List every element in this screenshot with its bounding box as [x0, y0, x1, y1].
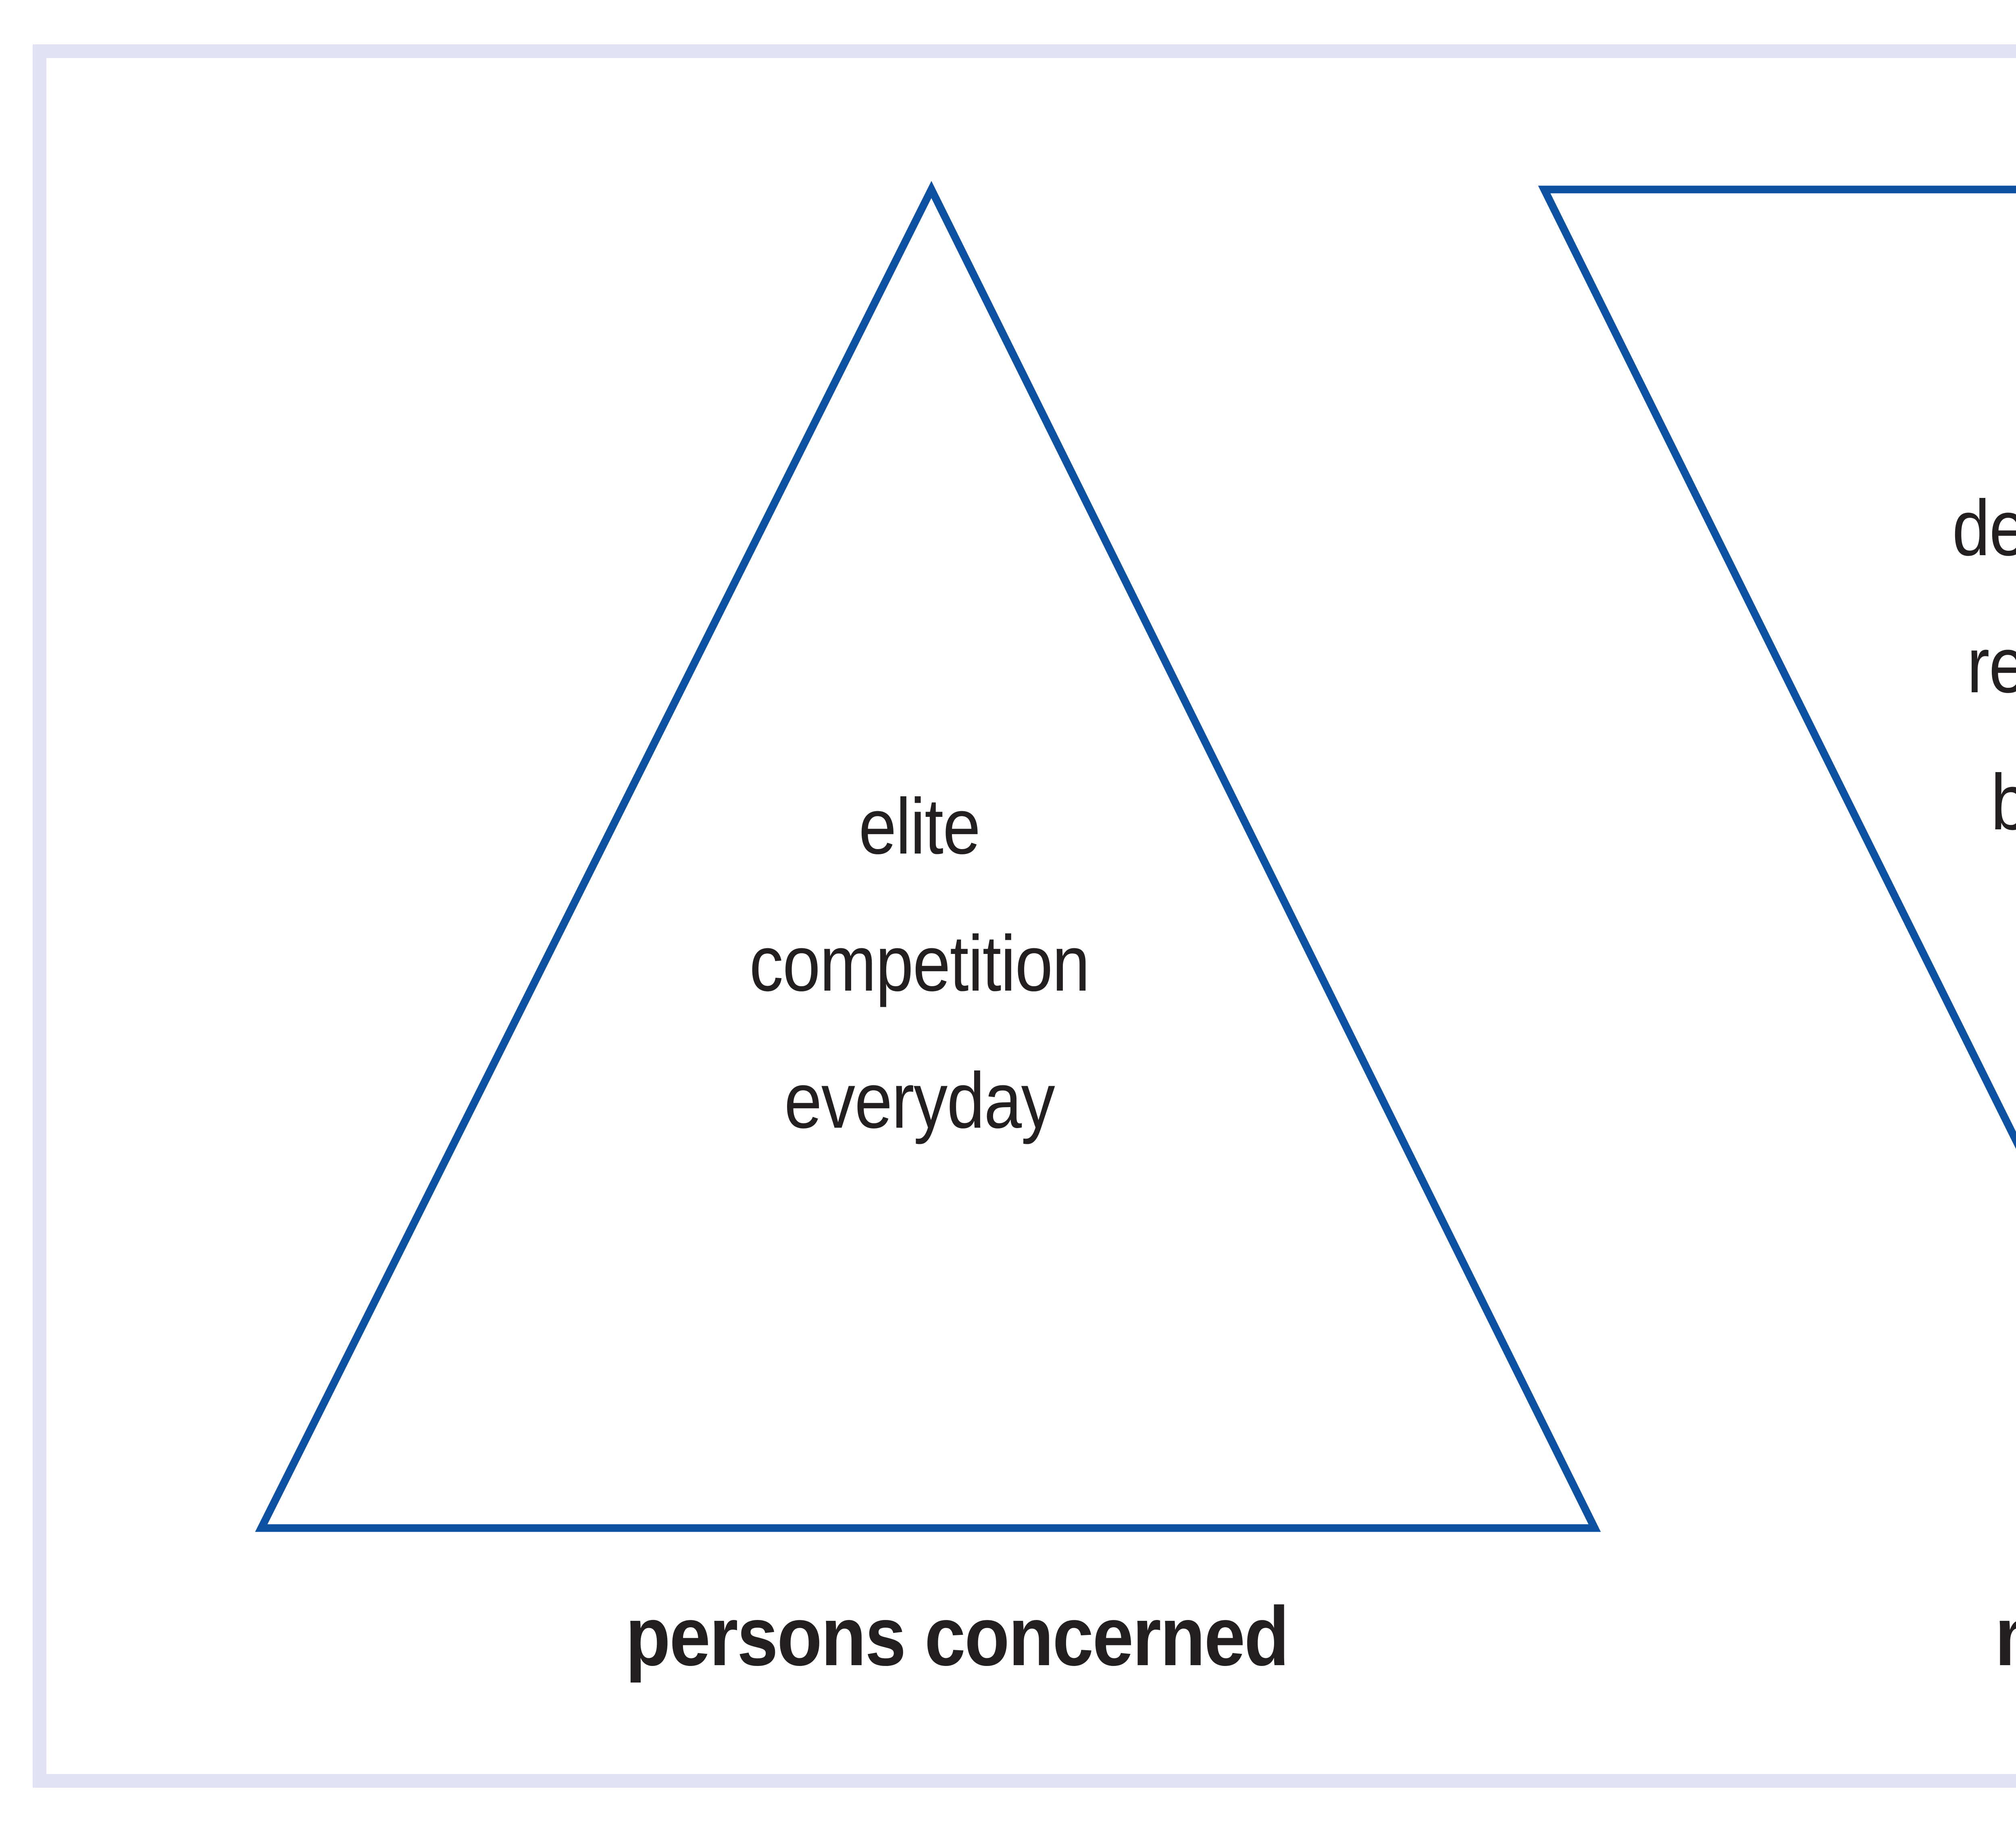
upward-triangle-level-labels: elite competition everyday [538, 758, 1301, 1169]
axis-label-methodology-used: methodology used [1924, 1595, 2016, 1678]
axis-label-persons-concerned: persons concerned [625, 1590, 1289, 1683]
inverted-triangle-shape [1538, 185, 2016, 1149]
inverted-triangle-level-labels: detailed refined basic [1687, 460, 2016, 871]
level-label-detailed: detailed [1952, 484, 2016, 572]
level-label-competition: competition [749, 919, 1090, 1008]
level-label-everyday: everyday [784, 1056, 1055, 1145]
upward-triangle-shape [255, 181, 1601, 1532]
level-label-refined: refined [1967, 621, 2016, 709]
level-label-elite: elite [858, 782, 981, 870]
level-label-basic: basic [1687, 734, 2016, 871]
